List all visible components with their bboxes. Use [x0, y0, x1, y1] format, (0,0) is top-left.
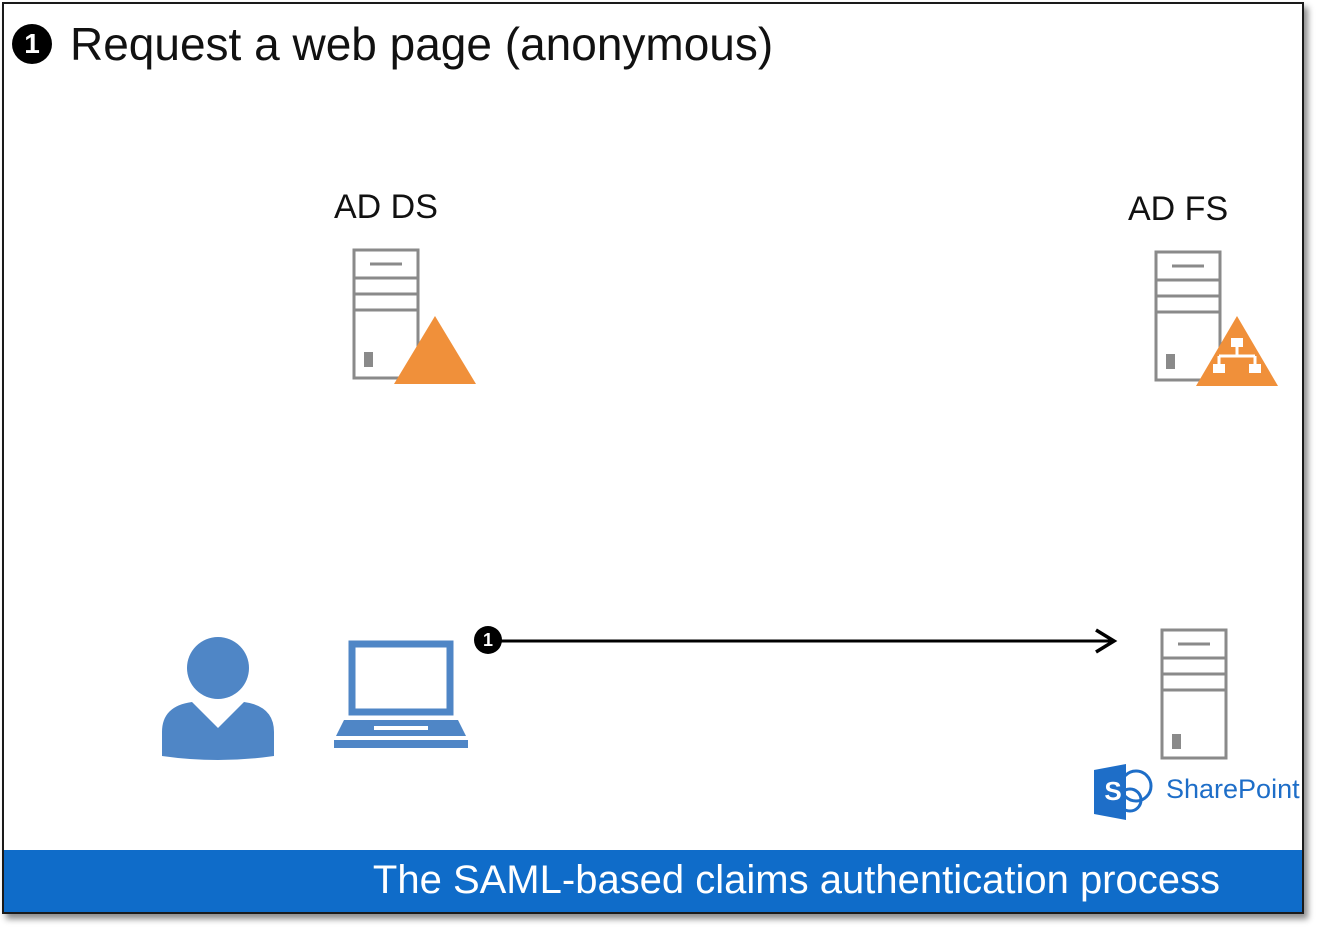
server-warning-icon	[352, 248, 476, 384]
laptop-icon	[334, 640, 468, 748]
flow-arrow	[498, 628, 1118, 654]
sharepoint-label: SharePoint	[1166, 774, 1300, 804]
ad-fs-label: AD FS	[1128, 190, 1229, 228]
page-title: 1 Request a web page (anonymous)	[12, 14, 773, 74]
sharepoint-logo-letter: S	[1104, 776, 1122, 806]
server-network-icon	[1154, 250, 1278, 386]
user-icon	[162, 637, 274, 760]
title-step-badge: 1	[12, 24, 52, 64]
footer-text: The SAML-based claims authentication pro…	[372, 858, 1220, 902]
title-text: Request a web page (anonymous)	[70, 18, 774, 70]
slide: 1 Request a web page (anonymous) AD DS A…	[2, 2, 1304, 914]
footer-bar: The SAML-based claims authentication pro…	[4, 850, 1302, 912]
ad-ds-label: AD DS	[334, 188, 438, 226]
flow-step-badge: 1	[474, 626, 502, 654]
sharepoint-logo-icon	[1094, 764, 1153, 820]
server-icon	[1160, 628, 1228, 760]
